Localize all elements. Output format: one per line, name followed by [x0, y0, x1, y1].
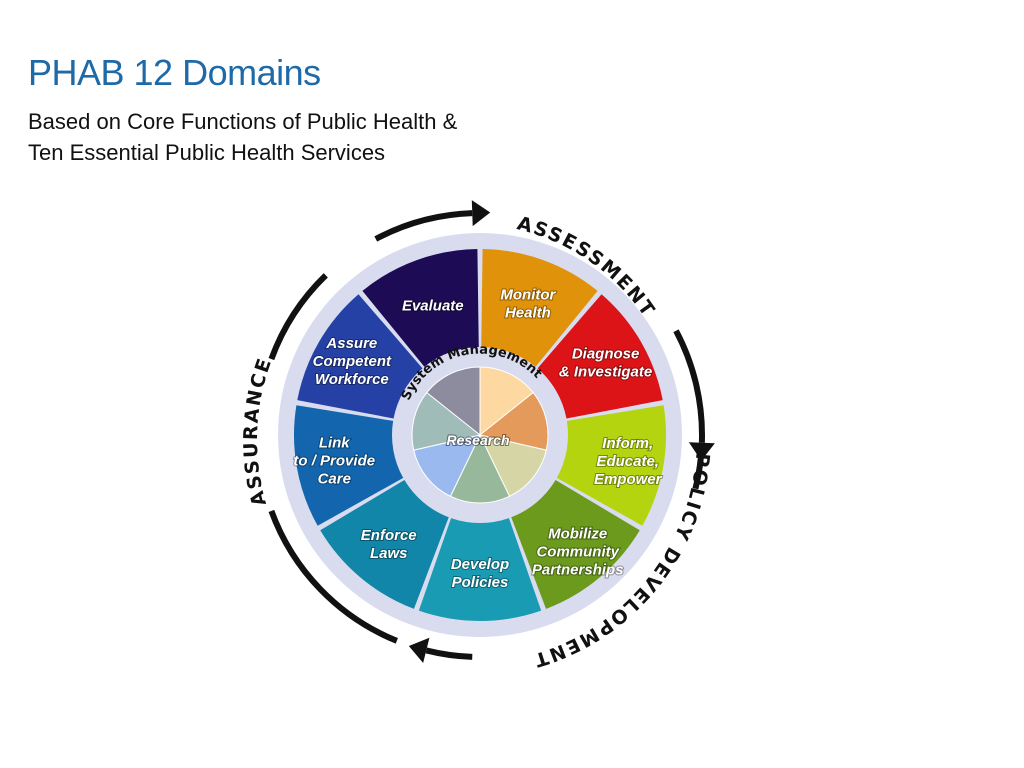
- hub-slice: [479, 434, 547, 497]
- segment-label-line: Mobilize: [548, 525, 607, 542]
- segment-label-line: Evaluate: [402, 297, 464, 314]
- ring-arrow-arc: [374, 210, 473, 242]
- hub-slice: [413, 434, 481, 497]
- segment-label-line: Policies: [452, 574, 509, 591]
- segment-label-line: Laws: [370, 545, 408, 562]
- segment-label-line: Assure: [325, 335, 377, 352]
- segment-enforce: [320, 480, 449, 609]
- segment-label-inform: Inform,Educate,Empower: [594, 435, 663, 488]
- segment-label-line: Competent: [313, 353, 392, 370]
- segment-label-evaluate: Evaluate: [402, 297, 464, 314]
- segment-inform: [556, 405, 666, 526]
- segment-mobilize: [511, 480, 640, 609]
- segment-label-line: Workforce: [315, 371, 389, 388]
- segment-label-line: Inform,: [602, 435, 653, 452]
- segment-monitor: [481, 249, 598, 367]
- segment-label-line: Monitor: [500, 286, 556, 303]
- segment-label-line: Partnerships: [532, 561, 624, 578]
- ring-arrow-arc: [673, 329, 705, 443]
- segment-label-line: Empower: [594, 471, 663, 488]
- segment-diagnose: [537, 294, 663, 419]
- segment-label-line: Community: [536, 543, 619, 560]
- hub-slice: [426, 366, 481, 437]
- segment-label-line: to / Provide: [293, 453, 375, 470]
- hub-slice: [479, 366, 534, 437]
- hub-slice: [411, 391, 482, 451]
- segment-label-diagnose: Diagnose& Investigate: [559, 346, 652, 381]
- segment-label-line: Diagnose: [572, 346, 640, 363]
- service-segments: [294, 249, 666, 621]
- segment-label-line: Health: [505, 304, 551, 321]
- subtitle-line-2: Ten Essential Public Health Services: [28, 140, 386, 165]
- page-title: PHAB 12 Domains: [28, 52, 321, 93]
- ring-arrow-arc: [268, 509, 398, 644]
- segment-assure: [297, 294, 423, 419]
- ring-arrowhead: [408, 637, 430, 664]
- segment-evaluate: [362, 249, 479, 367]
- assurance-label-path: ASSURANCE: [240, 354, 277, 508]
- hub-center-label: Research: [446, 432, 509, 448]
- outer-ring-arrows: [268, 200, 715, 664]
- segment-label-line: Care: [318, 471, 351, 488]
- ring-arrowhead: [688, 442, 715, 461]
- segment-link: [294, 405, 404, 526]
- segment-label-line: Educate,: [596, 453, 659, 470]
- segment-develop: [418, 518, 542, 621]
- hub-pie: [411, 366, 549, 504]
- ring-arrowhead: [471, 200, 491, 227]
- assurance-label: ASSURANCE: [240, 354, 275, 508]
- subtitle-line-1: Based on Core Functions of Public Health…: [28, 109, 458, 134]
- hub-slice: [478, 391, 549, 451]
- hub-slice: [449, 433, 511, 504]
- segment-label-line: & Investigate: [559, 364, 652, 381]
- segment-label-line: Enforce: [361, 527, 417, 544]
- segment-label-line: Link: [319, 435, 350, 452]
- ring-arrow-arc: [425, 647, 473, 660]
- ring-arrow-arc: [268, 273, 328, 361]
- segment-label-line: Develop: [451, 556, 509, 573]
- page-subtitle: Based on Core Functions of Public Health…: [28, 106, 457, 168]
